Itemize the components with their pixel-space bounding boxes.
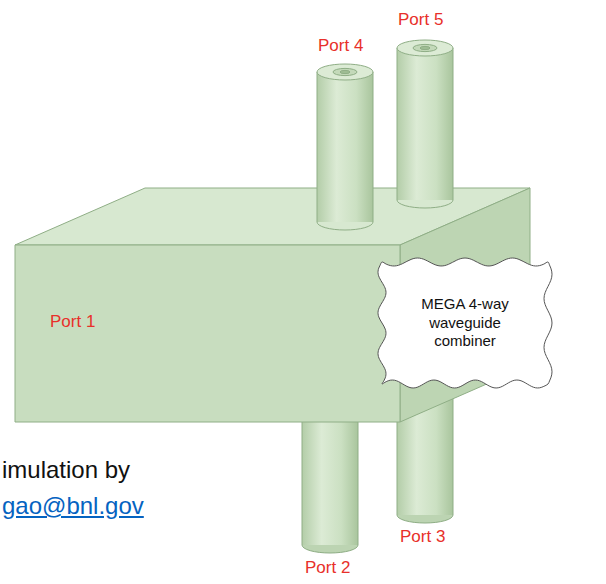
cloud-shape [378,258,552,388]
email-link: gao@bnl.gov [2,492,144,520]
coax-port-2 [302,410,358,553]
credit-note: imulation by [2,456,130,484]
port-label: Port 1 [50,312,95,332]
coax-port-5 [397,40,453,208]
callout-text: MEGA 4-way waveguide combiner [398,295,532,351]
port-label: Port 2 [305,558,350,578]
port-label: Port 3 [400,527,445,547]
port-label: Port 4 [318,36,363,56]
port-label: Port 5 [398,10,443,30]
callout-cloud: MEGA 4-way waveguide combiner [382,262,548,384]
coax-port-4 [317,64,373,230]
